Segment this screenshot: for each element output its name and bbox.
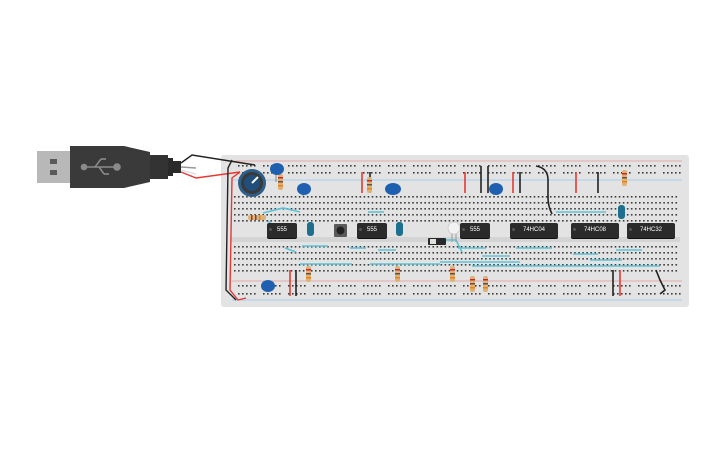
capacitor-2 (297, 183, 311, 196)
breadboard-holes (234, 165, 681, 295)
chip-74hc08: 74HC08 (571, 223, 619, 238)
chip-555-2-label: 555 (366, 227, 377, 233)
resistors (248, 170, 627, 292)
power-rails (232, 160, 682, 301)
capacitor-8 (261, 280, 275, 292)
usb-plug[interactable] (37, 146, 181, 188)
chip-74hc08-label: 74HC08 (583, 227, 606, 233)
chip-555-3: 555 (460, 223, 490, 238)
capacitor-1 (270, 163, 284, 182)
capacitor-7 (618, 205, 625, 219)
chip-74hc04-label: 74HC04 (522, 227, 545, 233)
potentiometer[interactable] (238, 169, 266, 197)
chip-555-3-label: 555 (469, 227, 480, 233)
usb-wires (180, 154, 256, 301)
resistor-6 (470, 276, 475, 292)
resistor-8 (622, 170, 627, 186)
resistor-4 (395, 266, 400, 282)
resistor-5 (450, 266, 455, 282)
red-jumpers (289, 172, 621, 296)
resistor-2 (367, 177, 372, 193)
capacitor-5 (307, 222, 314, 236)
chip-74hc32-label: 74HC32 (639, 227, 662, 233)
chip-555-1: 555 (267, 223, 297, 238)
usb-icon (80, 158, 121, 175)
capacitor-6 (396, 222, 403, 236)
chip-555-2: 555 (357, 223, 387, 238)
chip-74hc32: 74HC32 (627, 223, 675, 238)
cyan-wires (262, 207, 660, 267)
resistor-3 (306, 266, 311, 282)
resistor-1 (278, 174, 283, 190)
slide-switch[interactable] (428, 238, 446, 245)
push-button[interactable] (334, 224, 347, 237)
usb-connector-metal (37, 151, 71, 183)
capacitor-4 (489, 183, 503, 195)
resistor-7 (483, 276, 488, 292)
chip-74hc04: 74HC04 (510, 223, 558, 238)
capacitor-3 (385, 183, 401, 195)
capacitors (261, 163, 625, 292)
resistor-9 (248, 215, 266, 220)
chip-555-1-label: 555 (276, 227, 287, 233)
